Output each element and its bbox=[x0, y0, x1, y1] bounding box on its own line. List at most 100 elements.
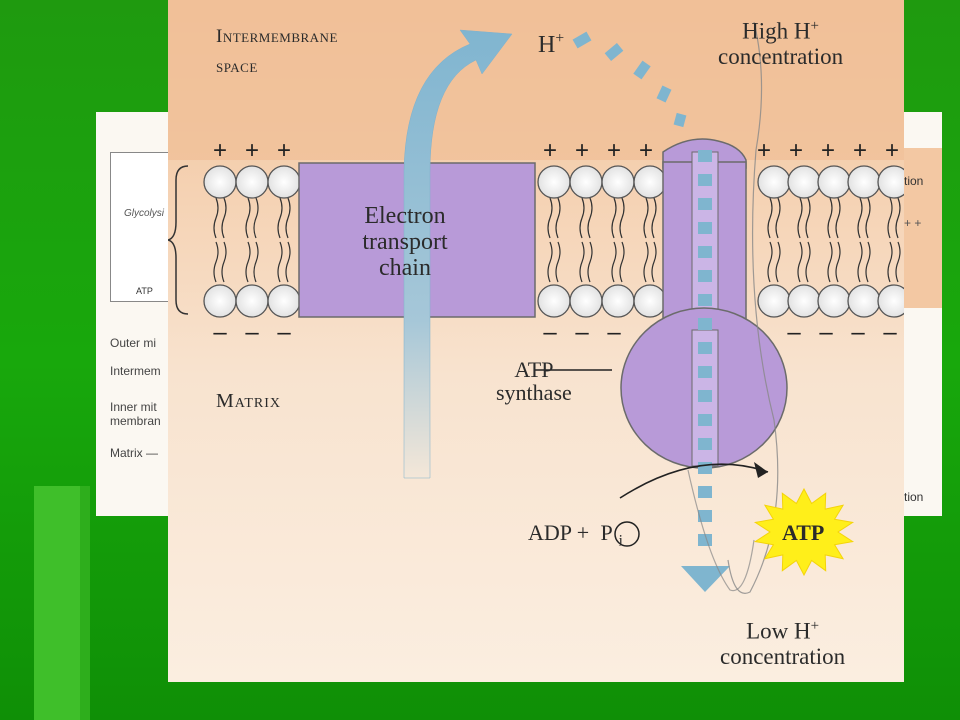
high-h-line2: concentration bbox=[718, 43, 844, 69]
plus-charge: + bbox=[885, 137, 899, 164]
plus-charge: + bbox=[757, 137, 771, 164]
intermembrane-label-small: Intermem bbox=[110, 364, 161, 378]
atp-synthase-label: ATP synthase bbox=[496, 358, 572, 404]
proton-dash bbox=[698, 222, 712, 234]
proton-dash bbox=[698, 246, 712, 258]
proton-dash bbox=[698, 198, 712, 210]
h-plus-sup: + bbox=[555, 30, 565, 47]
plus-charge: + bbox=[853, 137, 867, 164]
membrane-charges: ++++++++++++–––––––––– bbox=[213, 137, 899, 346]
high-h-sup: + bbox=[810, 18, 819, 34]
right-fragment-3: tion bbox=[904, 490, 924, 504]
inner-membrane-label: Inner mit bbox=[110, 400, 157, 414]
phosphate-p: P bbox=[600, 520, 613, 545]
high-h-line1: High H bbox=[742, 18, 811, 44]
proton-dash bbox=[698, 510, 712, 522]
proton-dash bbox=[698, 342, 712, 354]
low-h-line1: Low H bbox=[746, 618, 811, 644]
proton-dash bbox=[698, 174, 712, 186]
proton-dash bbox=[698, 270, 712, 282]
plus-charge: + bbox=[575, 137, 589, 164]
proton-flow-dashes bbox=[572, 31, 712, 546]
membrane-bracket bbox=[168, 165, 189, 315]
matrix-label-small: Matrix — bbox=[110, 446, 158, 460]
etc-proton-arrow bbox=[403, 29, 513, 479]
chemiosmosis-diagram: ++++++++++++–––––––––– Intermembrane spa… bbox=[168, 0, 904, 682]
proton-dash bbox=[698, 150, 712, 162]
plus-charge: + bbox=[639, 137, 653, 164]
slide-accent-bar bbox=[34, 486, 90, 720]
phospholipid bbox=[569, 165, 603, 318]
phospholipid bbox=[601, 165, 635, 318]
phospholipid bbox=[633, 165, 667, 318]
proton-dash bbox=[572, 31, 592, 49]
plus-charge: + bbox=[245, 137, 259, 164]
minus-charge: – bbox=[787, 319, 801, 346]
mini-atp-label: ATP bbox=[136, 286, 153, 296]
background-figure-right: tion + + tion bbox=[900, 112, 942, 516]
proton-dash bbox=[673, 112, 687, 128]
proton-dash bbox=[604, 43, 624, 61]
sketch-line-2 bbox=[687, 469, 755, 592]
membrane-label: membran bbox=[110, 414, 161, 428]
etc-label-line1: Electron bbox=[364, 203, 446, 229]
etc-label-line2: transport bbox=[362, 228, 448, 255]
h-plus-letter: H bbox=[538, 32, 556, 58]
phospholipid bbox=[877, 165, 904, 318]
outer-membrane-label: Outer mi bbox=[110, 336, 157, 350]
high-h-concentration-label: High H+ concentration bbox=[718, 18, 843, 69]
minus-charge: – bbox=[213, 319, 227, 346]
minus-charge: – bbox=[851, 319, 865, 346]
intermembrane-label-line2: space bbox=[216, 56, 258, 78]
phosphate-circle bbox=[614, 521, 640, 547]
minus-charge: – bbox=[245, 319, 259, 346]
h-plus-label: H+ bbox=[538, 30, 564, 59]
proton-dash bbox=[698, 486, 712, 498]
right-fragment-2: + + bbox=[904, 216, 922, 230]
adp-text: ADP + bbox=[528, 520, 590, 545]
phospholipid bbox=[847, 165, 881, 318]
proton-dash bbox=[698, 438, 712, 450]
reaction-arrowhead bbox=[754, 462, 768, 478]
low-h-concentration-label: Low H+ concentration bbox=[720, 618, 845, 669]
atp-synthase-line1: ATP bbox=[514, 357, 554, 382]
sketch-line bbox=[727, 21, 779, 594]
phospholipid bbox=[235, 165, 269, 318]
atp-synthase-line2: synthase bbox=[496, 380, 572, 406]
low-h-line2: concentration bbox=[720, 643, 846, 669]
reaction-arrow bbox=[619, 463, 769, 499]
proton-dash bbox=[698, 462, 712, 474]
etc-label-line3: chain bbox=[379, 254, 431, 281]
minus-charge: – bbox=[575, 319, 589, 346]
proton-flow-arrowhead bbox=[681, 566, 730, 592]
diagram-graphics: ++++++++++++–––––––––– bbox=[168, 0, 904, 682]
plus-charge: + bbox=[607, 137, 621, 164]
proton-dash bbox=[656, 85, 672, 103]
intermembrane-space-region bbox=[168, 0, 904, 160]
minus-charge: – bbox=[543, 319, 557, 346]
plus-charge: + bbox=[543, 137, 557, 164]
plus-charge: + bbox=[277, 137, 291, 164]
right-peach-strip bbox=[900, 148, 942, 308]
proton-dash bbox=[633, 60, 651, 80]
intermembrane-label-line1: Intermembrane bbox=[216, 26, 338, 47]
phospholipid bbox=[267, 165, 301, 318]
atp-product-label: ATP bbox=[782, 520, 825, 545]
phospholipid bbox=[787, 165, 821, 318]
minus-charge: – bbox=[819, 319, 833, 346]
lipid-bilayer bbox=[203, 165, 904, 318]
etc-label: Electron transport chain bbox=[346, 203, 464, 282]
plus-charge: + bbox=[213, 137, 227, 164]
phosphate-subscript: i bbox=[618, 532, 623, 550]
plus-charge: + bbox=[789, 137, 803, 164]
proton-dash bbox=[698, 318, 712, 330]
minus-charge: – bbox=[277, 319, 291, 346]
right-fragment-1: tion bbox=[904, 174, 924, 188]
low-h-sup: + bbox=[810, 618, 820, 634]
proton-dash bbox=[698, 294, 712, 306]
phospholipid bbox=[203, 165, 237, 318]
intermembrane-space-label: Intermembrane space bbox=[216, 22, 338, 83]
minus-charge: – bbox=[607, 319, 621, 346]
atp-burst bbox=[753, 487, 855, 577]
